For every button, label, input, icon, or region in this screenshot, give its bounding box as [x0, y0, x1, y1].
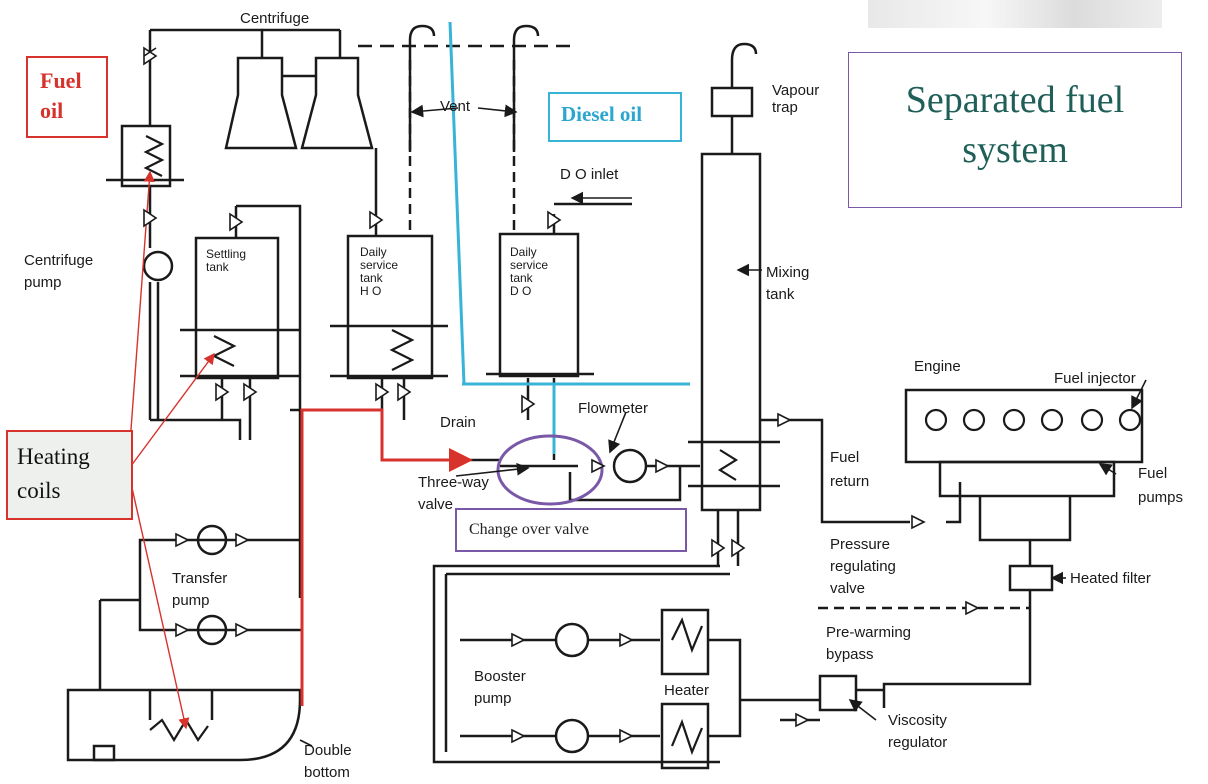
pre-warming-bypass-label: Pre-warming bypass	[826, 622, 911, 666]
engine-label: Engine	[914, 358, 961, 375]
drain-label: Drain	[440, 414, 476, 431]
double-bottom-label: Double bottom	[304, 740, 352, 784]
engine-cylinders	[926, 410, 1140, 430]
diesel-oil-path	[450, 22, 690, 454]
do-inlet-label: D O inlet	[560, 166, 618, 183]
daily-service-do-label: Daily service tank D O	[510, 246, 548, 298]
daily-service-ho-label: Daily service tank H O	[360, 246, 398, 298]
heating-coils-callout: Heating coils	[6, 430, 133, 520]
centrifuge-pump-label: Centrifuge pump	[24, 250, 93, 294]
vapour-trap-label: Vapour trap	[772, 82, 819, 116]
heating-coils-label: Heating coils	[17, 440, 90, 508]
heated-filter-label: Heated filter	[1070, 570, 1151, 587]
settling-tank-label: Settling tank	[206, 248, 246, 274]
transfer-pump-label: Transfer pump	[172, 568, 227, 612]
vent-label: Vent	[440, 98, 470, 115]
centrifuge-label: Centrifuge	[240, 10, 309, 27]
mixing-tank-label: Mixing tank	[766, 262, 809, 306]
flowmeter-label: Flowmeter	[578, 400, 648, 417]
heater-label: Heater	[664, 682, 709, 699]
diagram-title: Separated fuel system	[849, 75, 1181, 175]
fuel-pumps-label: Fuel pumps	[1138, 462, 1183, 510]
diesel-oil-label: Diesel oil	[561, 102, 642, 127]
fuel-injector-label: Fuel injector	[1054, 370, 1136, 387]
change-over-valve-callout: Change over valve	[455, 508, 687, 552]
fuel-return-label: Fuel return	[830, 446, 869, 494]
heating-coils	[146, 136, 736, 752]
pressure-regulating-valve-label: Pressure regulating valve	[830, 534, 896, 600]
fuel-oil-label: Fuel oil	[40, 66, 82, 126]
change-over-valve-label: Change over valve	[469, 521, 589, 539]
booster-pump-label: Booster pump	[474, 666, 526, 710]
diesel-oil-callout: Diesel oil	[548, 92, 682, 142]
fuel-oil-callout: Fuel oil	[26, 56, 108, 138]
viscosity-regulator-label: Viscosity regulator	[888, 710, 947, 754]
heating-coil-leaders	[128, 172, 214, 728]
corner-decoration	[868, 0, 1162, 28]
title-box: Separated fuel system	[848, 52, 1182, 208]
three-way-valve-label: Three-way valve	[418, 472, 489, 516]
